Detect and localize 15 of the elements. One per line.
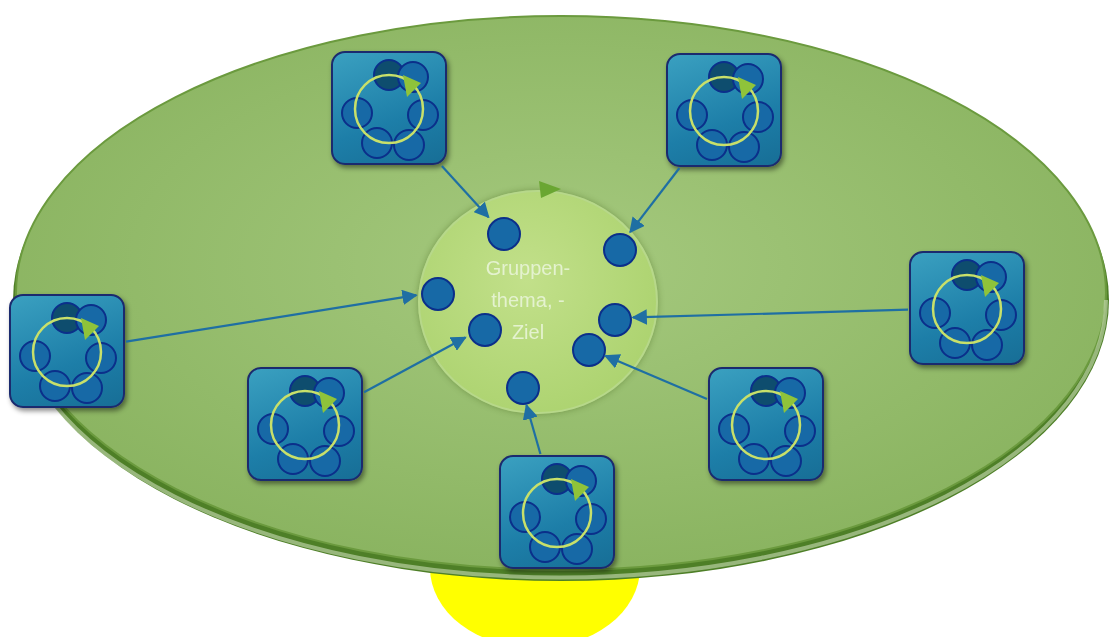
arrow xyxy=(441,165,490,219)
member-dot xyxy=(603,233,637,267)
member-dot xyxy=(468,313,502,347)
member-dot xyxy=(487,217,521,251)
arrow xyxy=(629,167,681,234)
member-dot xyxy=(598,303,632,337)
arrow xyxy=(631,308,909,325)
arrow xyxy=(522,403,542,455)
member-dot xyxy=(572,333,606,367)
arrow xyxy=(125,289,418,343)
arrow xyxy=(604,354,708,400)
member-dot xyxy=(421,277,455,311)
topic-label: Gruppen- thema, -Ziel xyxy=(484,256,572,345)
member-dot xyxy=(506,371,540,405)
arrow xyxy=(363,336,467,394)
